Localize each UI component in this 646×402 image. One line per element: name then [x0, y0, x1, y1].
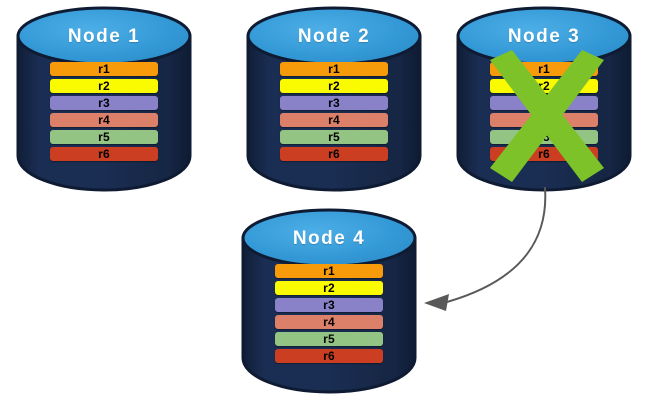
node-2-row-r2[interactable]: r2: [280, 79, 388, 93]
node-2[interactable]: Node 2 r1 r2 r3 r4 r5 r6: [246, 6, 422, 192]
node-2-row-r2-label: r2: [328, 79, 340, 93]
node-4-row-r2[interactable]: r2: [275, 281, 383, 295]
node-1-row-r5[interactable]: r5: [50, 130, 158, 144]
node-1[interactable]: Node 1 r1 r2 r3 r4 r5 r6: [16, 6, 192, 192]
node-4[interactable]: Node 4 r1 r2 r3 r4 r5 r6: [241, 208, 417, 394]
node-4-row-r4-label: r4: [323, 315, 335, 329]
node-4-row-r1[interactable]: r1: [275, 264, 383, 278]
node-2-row-r3-label: r3: [328, 96, 340, 110]
node-2-row-r5-label: r5: [328, 130, 340, 144]
node-1-row-r1[interactable]: r1: [50, 62, 158, 76]
node-1-row-r6[interactable]: r6: [50, 147, 158, 161]
node-4-row-r3[interactable]: r3: [275, 298, 383, 312]
node-2-row-r3[interactable]: r3: [280, 96, 388, 110]
node-2-rows: r1 r2 r3 r4 r5 r6: [280, 62, 388, 161]
node-4-row-r6-label: r6: [323, 349, 335, 363]
node-2-row-r1-label: r1: [328, 62, 340, 76]
node-1-row-r2-label: r2: [98, 79, 110, 93]
node-2-row-r4-label: r4: [328, 113, 340, 127]
node-2-row-r5[interactable]: r5: [280, 130, 388, 144]
node-2-row-r4[interactable]: r4: [280, 113, 388, 127]
node-4-row-r2-label: r2: [323, 281, 335, 295]
node-1-rows: r1 r2 r3 r4 r5 r6: [50, 62, 158, 161]
node-4-rows: r1 r2 r3 r4 r5 r6: [275, 264, 383, 363]
node-1-row-r1-label: r1: [98, 62, 110, 76]
node-4-row-r3-label: r3: [323, 298, 335, 312]
node-4-row-r6[interactable]: r6: [275, 349, 383, 363]
node-4-row-r4[interactable]: r4: [275, 315, 383, 329]
node-2-row-r6-label: r6: [328, 147, 340, 161]
node-2-row-r1[interactable]: r1: [280, 62, 388, 76]
node-1-row-r6-label: r6: [98, 147, 110, 161]
node-1-row-r3-label: r3: [98, 96, 110, 110]
node-1-row-r2[interactable]: r2: [50, 79, 158, 93]
node-4-row-r5[interactable]: r5: [275, 332, 383, 346]
node-1-row-r3[interactable]: r3: [50, 96, 158, 110]
node-1-row-r5-label: r5: [98, 130, 110, 144]
node-4-row-r5-label: r5: [323, 332, 335, 346]
node-4-row-r1-label: r1: [323, 264, 335, 278]
node-1-row-r4-label: r4: [98, 113, 110, 127]
node-2-row-r6[interactable]: r6: [280, 147, 388, 161]
node-1-row-r4[interactable]: r4: [50, 113, 158, 127]
